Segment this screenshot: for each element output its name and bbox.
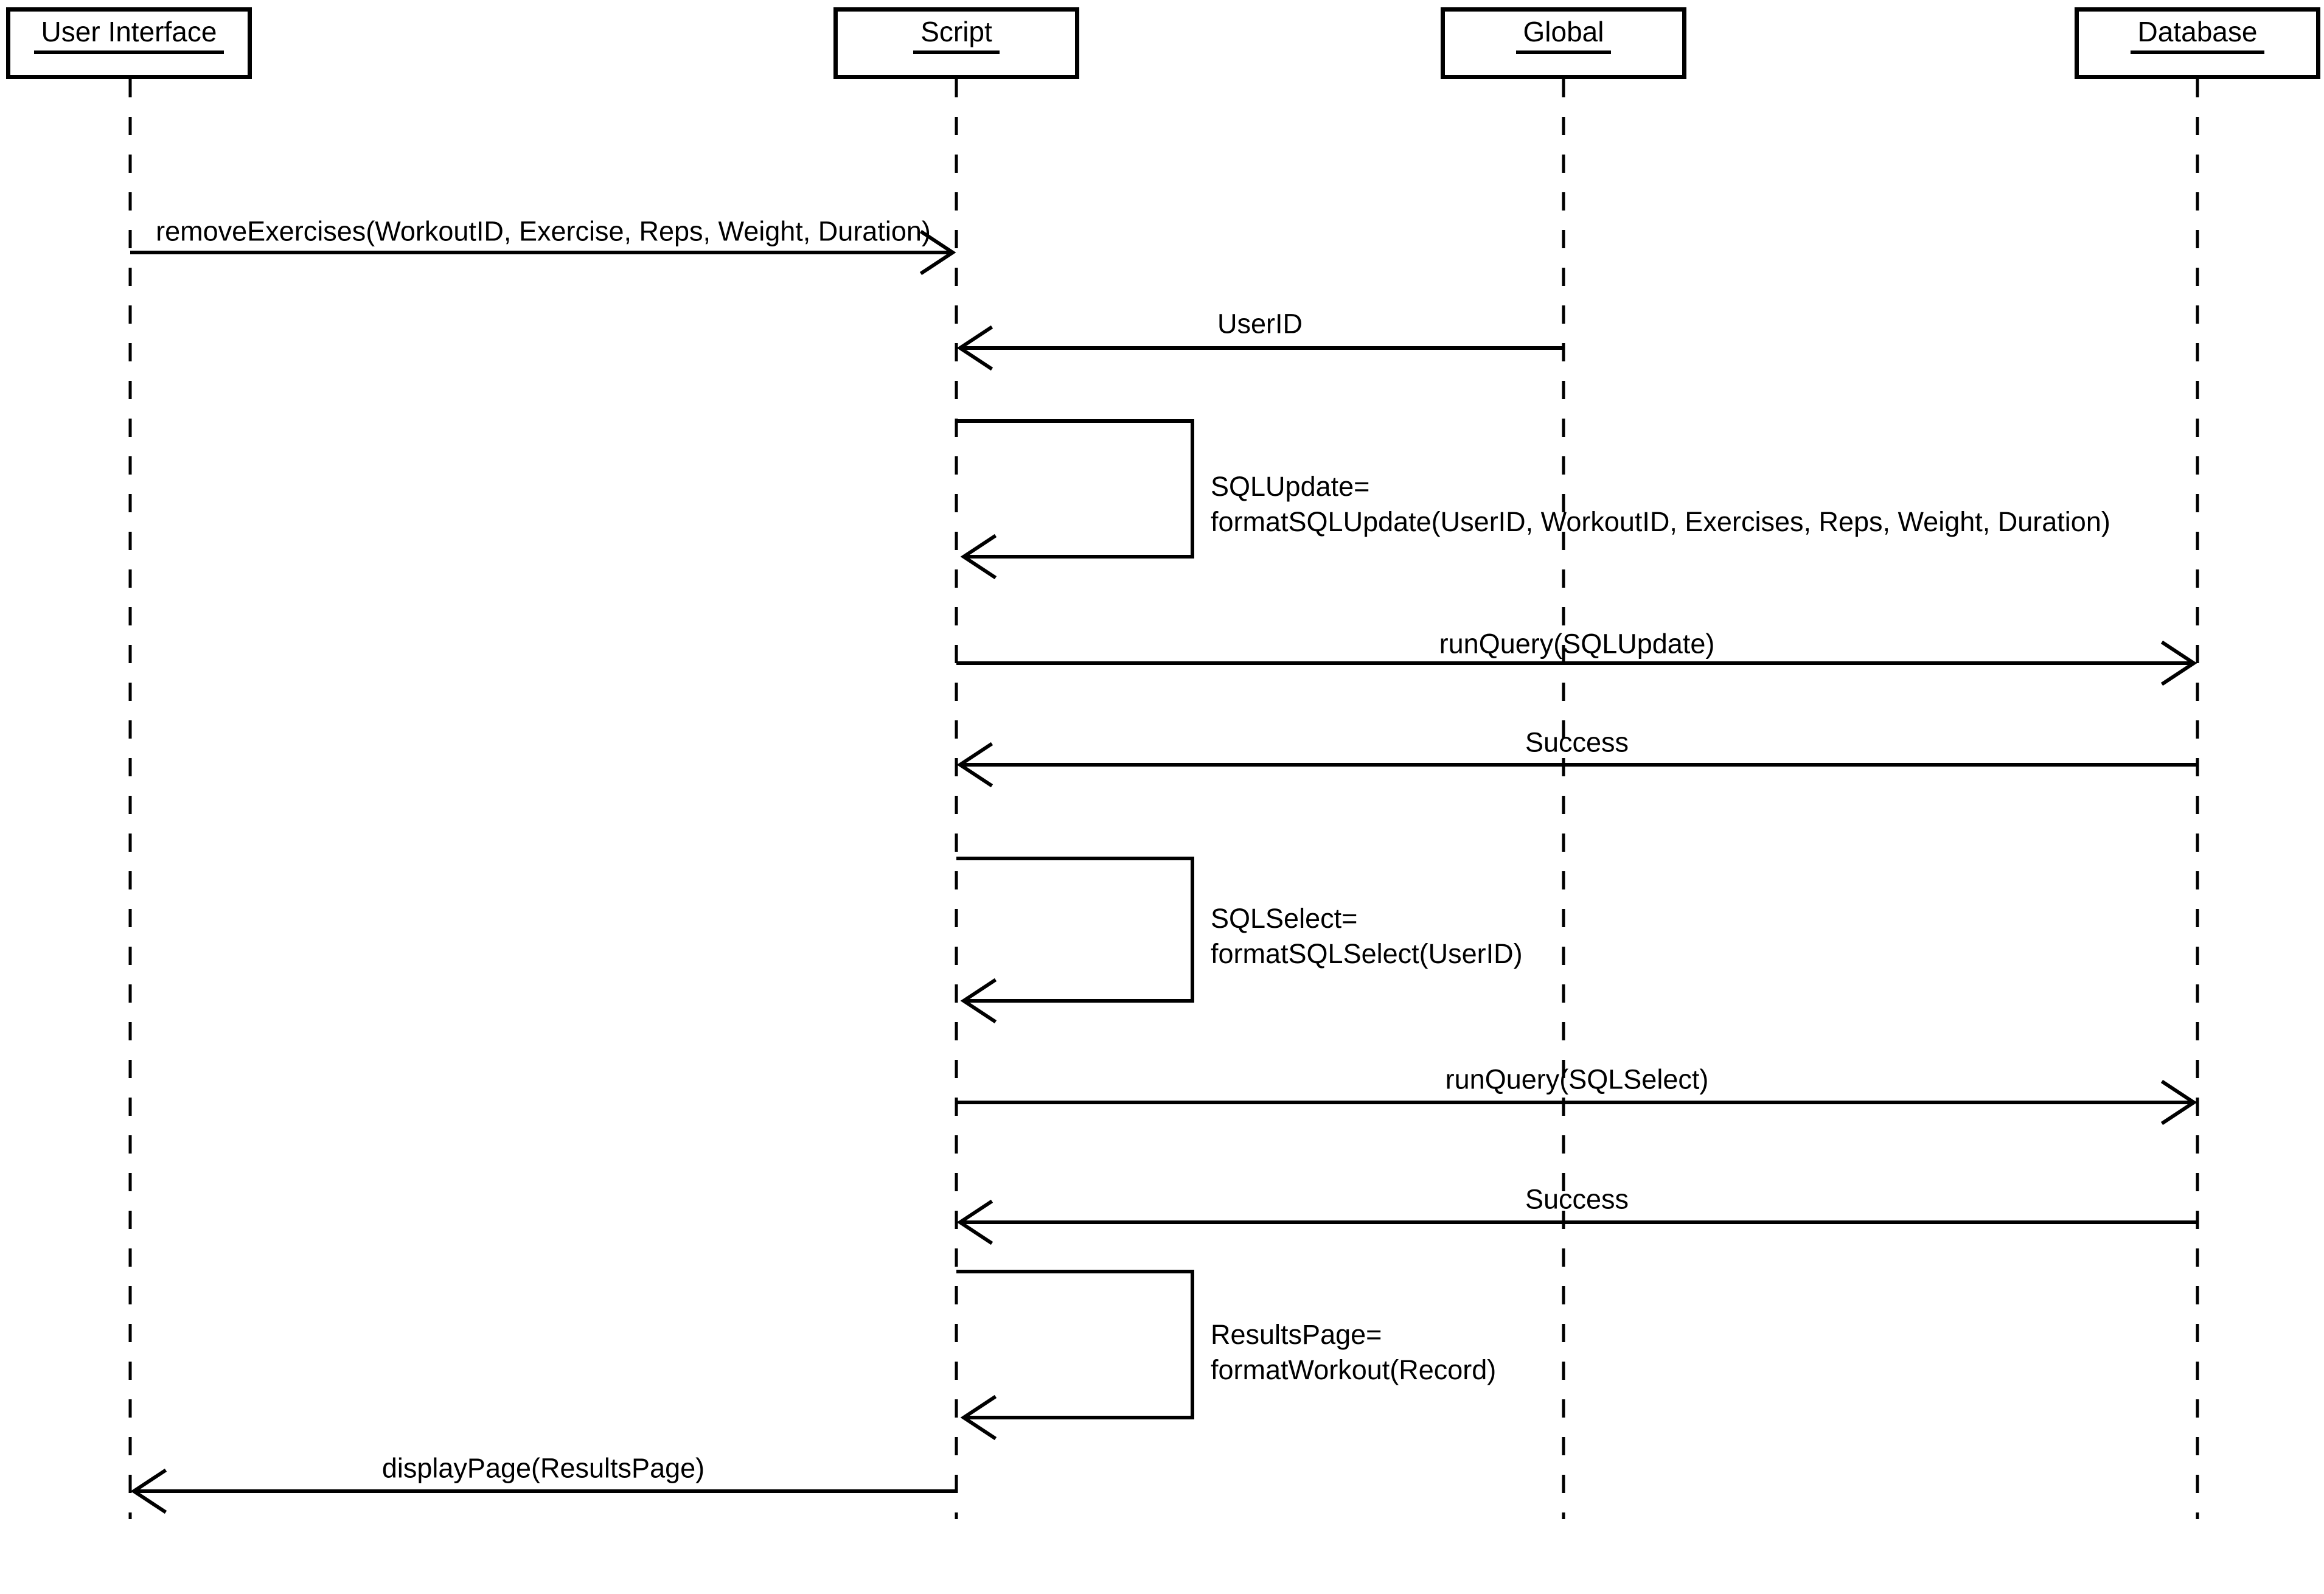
arrow-success-2	[956, 1199, 2197, 1245]
message-label-sqlupdate: SQLUpdate= formatSQLUpdate(UserID, Worko…	[1211, 469, 2110, 540]
message-label-sqlselect-line2: formatSQLSelect(UserID)	[1211, 938, 1523, 969]
actor-database-label: Database	[2130, 16, 2265, 55]
actor-database: Database	[2075, 7, 2320, 79]
self-call-sqlselect	[956, 857, 1194, 1024]
message-label-resultspage-line2: formatWorkout(Record)	[1211, 1354, 1497, 1385]
message-label-sqlupdate-line1: SQLUpdate=	[1211, 471, 1370, 502]
actor-global-label: Global	[1515, 16, 1612, 55]
message-label-success-2: Success	[1525, 1183, 1629, 1215]
message-label-displaypage: displayPage(ResultsPage)	[381, 1452, 705, 1484]
actor-global: Global	[1441, 7, 1686, 79]
arrow-runquery-sqlselect	[956, 1079, 2197, 1126]
actor-user-interface-label: User Interface	[33, 16, 224, 55]
message-label-resultspage: ResultsPage= formatWorkout(Record)	[1211, 1317, 1496, 1388]
actor-user-interface: User Interface	[6, 7, 252, 79]
self-call-sqlupdate	[956, 419, 1194, 580]
message-label-resultspage-line1: ResultsPage=	[1211, 1319, 1382, 1350]
actor-script-label: Script	[913, 16, 1000, 55]
self-call-resultspage	[956, 1270, 1194, 1441]
message-label-sqlupdate-line2: formatSQLUpdate(UserID, WorkoutID, Exerc…	[1211, 506, 2110, 537]
message-label-userid: UserID	[1217, 308, 1303, 339]
message-label-removeExercises: removeExercises(WorkoutID, Exercise, Rep…	[156, 215, 931, 247]
actor-script: Script	[833, 7, 1079, 79]
message-label-sqlselect: SQLSelect= formatSQLSelect(UserID)	[1211, 901, 1523, 972]
message-label-runquery-sqlselect: runQuery(SQLSelect)	[1445, 1063, 1709, 1095]
arrow-userid	[956, 325, 1564, 371]
arrow-runquery-sqlupdate	[956, 640, 2197, 686]
arrow-removeExercises	[130, 229, 956, 276]
message-label-sqlselect-line1: SQLSelect=	[1211, 903, 1358, 934]
message-label-success-1: Success	[1525, 726, 1629, 758]
message-label-runquery-sqlupdate: runQuery(SQLUpdate)	[1439, 628, 1715, 660]
arrow-displaypage	[130, 1468, 956, 1514]
arrow-success-1	[956, 742, 2197, 788]
